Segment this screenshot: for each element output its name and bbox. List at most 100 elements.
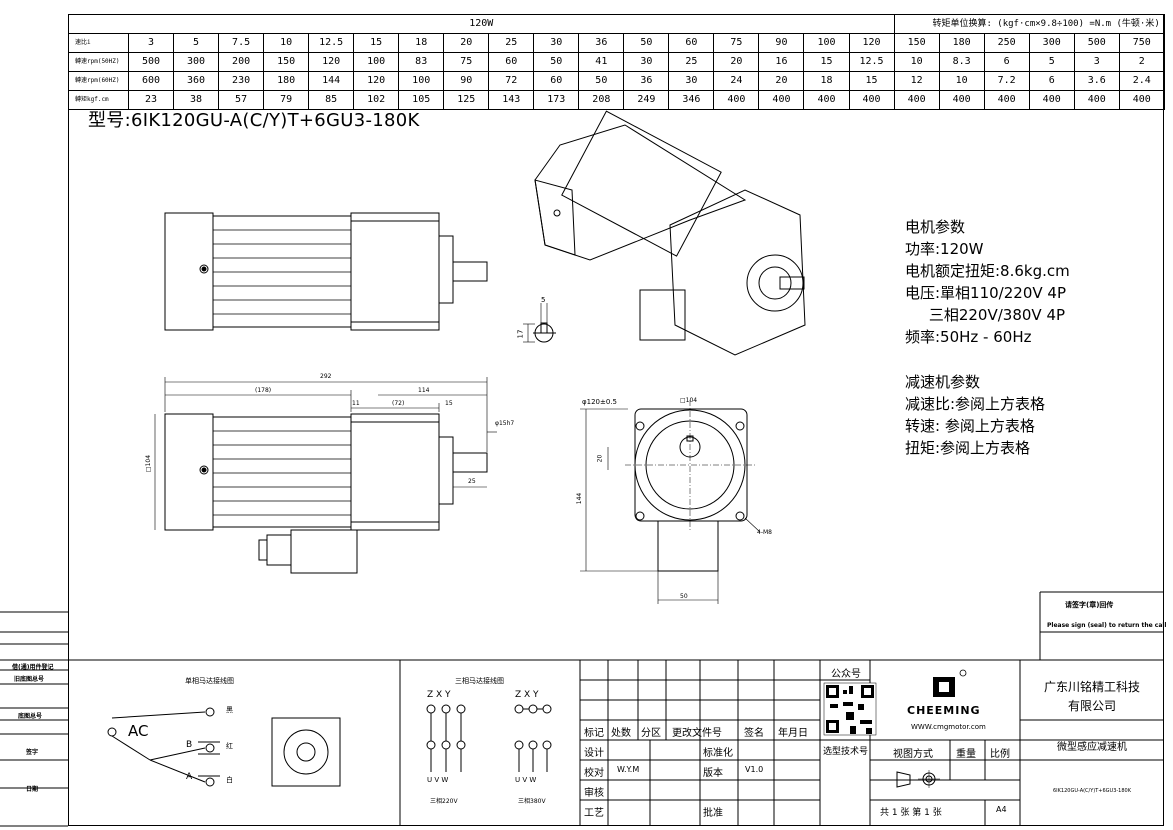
reducer-ratio: 减速比:参阅上方表格 bbox=[905, 395, 1046, 413]
dim-50: 50 bbox=[680, 593, 688, 600]
single-phase-wiring bbox=[107, 707, 341, 787]
wire-a: A bbox=[186, 772, 193, 782]
spec-table: 120W 转矩单位换算: (kgf·cm×9.8÷100) =N.m (牛顿·米… bbox=[68, 14, 1165, 110]
dim-key5: 5 bbox=[541, 296, 546, 304]
tb-doc: 更改文件号 bbox=[672, 728, 722, 739]
spec-cell: 38 bbox=[173, 90, 220, 110]
spec-cell: 173 bbox=[533, 90, 580, 110]
ac-label: AC bbox=[128, 722, 149, 740]
spec-cell: 125 bbox=[443, 90, 490, 110]
single-phase-title: 单相马达接线图 bbox=[185, 677, 234, 685]
front-view bbox=[580, 400, 761, 604]
motor-params-title: 电机参数 bbox=[905, 218, 966, 236]
reducer-params-title: 减速机参数 bbox=[905, 373, 981, 391]
tb-zone: 分区 bbox=[641, 728, 661, 739]
tb-select-tech: 选型技术号 bbox=[823, 747, 869, 757]
motor-torque: 电机额定扭矩:8.6kg.cm bbox=[905, 262, 1070, 280]
spec-row-label: 轉矩kgf.cm bbox=[68, 90, 129, 110]
dim-11: 11 bbox=[352, 400, 360, 407]
wire-red: 红 bbox=[226, 742, 233, 750]
uvw-left: U V W bbox=[427, 776, 449, 784]
qr-code bbox=[823, 682, 877, 736]
spec-cell: 400 bbox=[1118, 90, 1165, 110]
tb-sheets: 共 1 张 第 1 张 bbox=[880, 808, 942, 818]
tb-review: 审核 bbox=[584, 788, 604, 799]
title-block-grid bbox=[580, 660, 1164, 826]
tb-date: 年月日 bbox=[778, 728, 808, 739]
tb-version-val: V1.0 bbox=[745, 765, 764, 774]
tb-product: 微型感应减速机 bbox=[1057, 742, 1127, 753]
motor-3d-view bbox=[534, 110, 806, 356]
spec-cell: 105 bbox=[398, 90, 445, 110]
tb-design: 设计 bbox=[584, 748, 604, 759]
tb-checker: W.Y.M bbox=[617, 765, 640, 774]
tb-mark: 标记 bbox=[584, 728, 604, 739]
spec-cell: 400 bbox=[713, 90, 760, 110]
wire-b: B bbox=[186, 740, 193, 750]
side-view bbox=[154, 377, 497, 574]
spec-cell: 15 bbox=[848, 71, 895, 91]
tb-view-method: 视图方式 bbox=[893, 749, 933, 760]
side-label-0: 借(通)用件登记 bbox=[12, 664, 54, 671]
dim-shaft: φ15h7 bbox=[495, 420, 515, 427]
tb-sign: 签名 bbox=[744, 728, 764, 739]
return-note-cn: 请签字(章)回传 bbox=[1065, 601, 1114, 609]
dim-144: 144 bbox=[576, 492, 584, 505]
dim-72: (72) bbox=[392, 400, 405, 407]
dim-phi120: φ120±0.5 bbox=[582, 398, 617, 406]
motor-power: 功率:120W bbox=[905, 240, 984, 258]
dim-292: 292 bbox=[320, 373, 332, 380]
wiring-frames bbox=[0, 591, 1164, 826]
dim-15: 15 bbox=[445, 400, 453, 407]
reducer-speed: 转速: 参阅上方表格 bbox=[905, 417, 1035, 435]
uvw-right: U V W bbox=[515, 776, 537, 784]
tb-website: WWW.cmgmotor.com bbox=[911, 723, 986, 731]
three-phase-title: 三相马达接线图 bbox=[455, 677, 504, 685]
brand-logo bbox=[933, 669, 967, 697]
side-label-1: 旧底图总号 bbox=[14, 676, 45, 683]
side-label-2: 底图总号 bbox=[18, 713, 43, 720]
reducer-params: 减速机参数减速比:参阅上方表格转速: 参阅上方表格扭矩:参阅上方表格 bbox=[905, 371, 1045, 459]
cap-380: 三相380V bbox=[518, 798, 546, 805]
tb-process: 工艺 bbox=[584, 808, 604, 819]
three-phase-wiring bbox=[426, 704, 552, 772]
tb-standard: 标准化 bbox=[703, 748, 733, 759]
tb-brand: CHEEMING bbox=[907, 704, 981, 717]
side-strip bbox=[0, 631, 68, 827]
dim-20: 20 bbox=[596, 454, 604, 463]
tb-count: 处数 bbox=[611, 728, 631, 739]
spec-cell: 57 bbox=[218, 90, 265, 110]
dim-m8: 4-M8 bbox=[757, 529, 772, 536]
model-title: 型号:6IK120GU-A(C/Y)T+6GU3-180K bbox=[88, 110, 420, 131]
top-view bbox=[164, 212, 488, 331]
tb-qr-label: 公众号 bbox=[831, 669, 861, 680]
zxy-left: Z X Y bbox=[427, 690, 451, 700]
motor-voltage-1: 电压:單相110/220V 4P bbox=[905, 284, 1066, 302]
motor-params: 电机参数功率:120W 电机额定扭矩:8.6kg.cm 电压:單相110/220V … bbox=[905, 216, 1070, 348]
side-label-3: 签字 bbox=[26, 749, 39, 756]
tb-model-small: 6IK120GU-A(C/Y)T+6GU3-180K bbox=[1052, 788, 1132, 794]
reducer-torque: 扭矩:参阅上方表格 bbox=[905, 439, 1031, 457]
spec-cell: 400 bbox=[983, 90, 1030, 110]
dim-114: 114 bbox=[418, 387, 430, 394]
dim-sq104b: □104 bbox=[680, 397, 698, 404]
return-note-en: Please sign (seal) to return the call bbox=[1047, 622, 1167, 629]
tb-paper: A4 bbox=[996, 805, 1007, 814]
dim-sq104: □104 bbox=[145, 454, 153, 473]
wire-black: 黑 bbox=[226, 706, 233, 714]
tb-version: 版本 bbox=[703, 768, 723, 779]
tb-check: 校对 bbox=[584, 768, 604, 779]
tb-approve: 批准 bbox=[703, 808, 723, 819]
cap-220: 三相220V bbox=[430, 798, 458, 805]
spec-cell: 400 bbox=[893, 90, 940, 110]
motor-voltage-2: 三相220V/380V 4P bbox=[905, 306, 1066, 324]
side-label-4: 日期 bbox=[26, 786, 39, 793]
tb-company: 广东川铭精工科技 有限公司 bbox=[1043, 680, 1140, 713]
dim-key17: 17 bbox=[516, 329, 525, 339]
tb-scale: 比例 bbox=[990, 749, 1010, 760]
